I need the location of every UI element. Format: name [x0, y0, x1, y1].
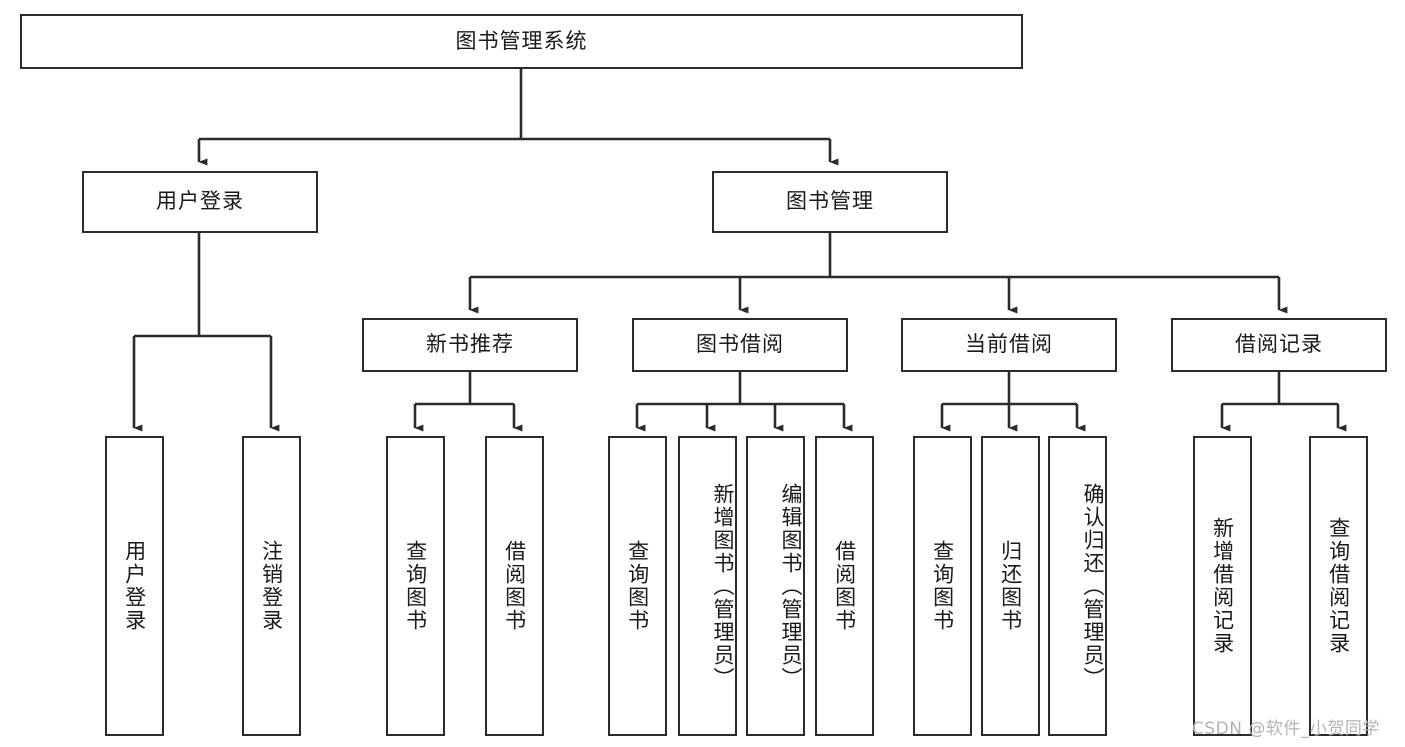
- node-label: 用户登录: [156, 189, 244, 214]
- node-label: 查询图书: [403, 540, 428, 632]
- leaf-return-book[interactable]: 归还图书: [981, 436, 1040, 736]
- leaf-borrow-book[interactable]: 借阅图书: [815, 436, 874, 736]
- node-label: 注销登录: [259, 540, 284, 632]
- node-current-borrow[interactable]: 当前借阅: [901, 318, 1117, 372]
- leaf-add-borrow-record[interactable]: 新增借阅记录: [1193, 436, 1252, 736]
- node-borrow-records[interactable]: 借阅记录: [1171, 318, 1387, 372]
- node-new-book-recommend[interactable]: 新书推荐: [362, 318, 578, 372]
- leaf-edit-book-admin[interactable]: 编辑图书（管理员）: [746, 436, 805, 736]
- leaf-query-borrow-record[interactable]: 查询借阅记录: [1309, 436, 1368, 736]
- node-label: 查询图书: [930, 540, 955, 632]
- leaf-query-book-current[interactable]: 查询图书: [913, 436, 972, 736]
- node-label: 新书推荐: [426, 332, 514, 357]
- node-label: 查询图书: [625, 540, 650, 632]
- node-book-management[interactable]: 图书管理: [712, 171, 948, 233]
- node-user-login[interactable]: 用户登录: [82, 171, 318, 233]
- node-label: 确认归还（管理员）: [1081, 482, 1105, 690]
- node-label: 图书管理系统: [455, 28, 588, 53]
- csdn-watermark: CSDN @软件_小贺同学: [1192, 719, 1380, 739]
- node-label: 借阅图书: [502, 540, 527, 632]
- leaf-query-book-recommend[interactable]: 查询图书: [386, 436, 445, 736]
- node-book-borrow[interactable]: 图书借阅: [632, 318, 848, 372]
- node-label: 用户登录: [122, 540, 147, 632]
- node-root-library-system[interactable]: 图书管理系统: [20, 14, 1023, 69]
- leaf-user-login[interactable]: 用户登录: [105, 436, 164, 736]
- node-label: 归还图书: [998, 540, 1023, 632]
- node-label: 当前借阅: [965, 332, 1053, 357]
- node-label: 新增图书（管理员）: [711, 482, 735, 690]
- leaf-query-book-borrow[interactable]: 查询图书: [608, 436, 667, 736]
- node-label: 借阅记录: [1235, 332, 1323, 357]
- leaf-logout[interactable]: 注销登录: [242, 436, 301, 736]
- node-label: 借阅图书: [832, 540, 857, 632]
- node-label: 新增借阅记录: [1210, 517, 1235, 655]
- node-label: 查询借阅记录: [1326, 517, 1351, 655]
- leaf-confirm-return-admin[interactable]: 确认归还（管理员）: [1048, 436, 1107, 736]
- leaf-borrow-book-recommend[interactable]: 借阅图书: [485, 436, 544, 736]
- node-label: 图书管理: [786, 189, 874, 214]
- node-label: 图书借阅: [696, 332, 784, 357]
- node-label: 编辑图书（管理员）: [779, 482, 803, 690]
- leaf-add-book-admin[interactable]: 新增图书（管理员）: [678, 436, 737, 736]
